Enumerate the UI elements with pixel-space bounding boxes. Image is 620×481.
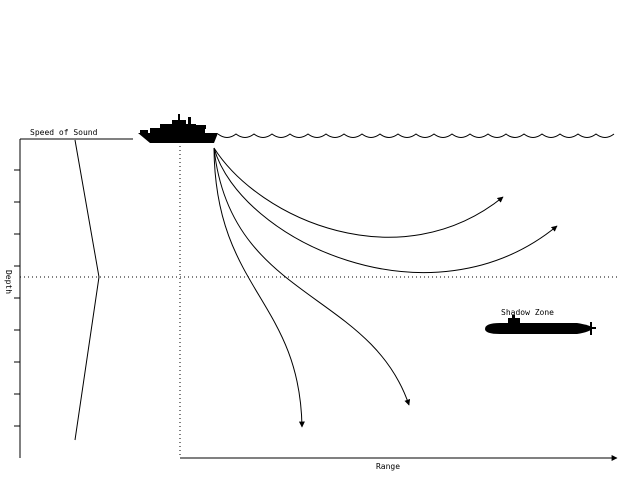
range-label: Range bbox=[376, 462, 400, 471]
depth-label: Depth bbox=[4, 270, 13, 294]
sound-ray-2 bbox=[213, 147, 558, 274]
sound-ray-4 bbox=[213, 147, 305, 428]
ship-icon bbox=[138, 114, 218, 143]
sea-surface-waves bbox=[217, 133, 615, 138]
speed-of-sound-label: Speed of Sound bbox=[30, 128, 98, 137]
sound-speed-profile bbox=[74, 139, 100, 441]
sound-ray-3 bbox=[213, 147, 411, 406]
shadow-zone-label: Shadow Zone bbox=[501, 308, 554, 317]
depth-axis-ticks bbox=[14, 169, 20, 427]
sound-rays bbox=[213, 147, 558, 428]
submarine-icon bbox=[485, 315, 596, 335]
sound-ray-1 bbox=[213, 147, 504, 238]
